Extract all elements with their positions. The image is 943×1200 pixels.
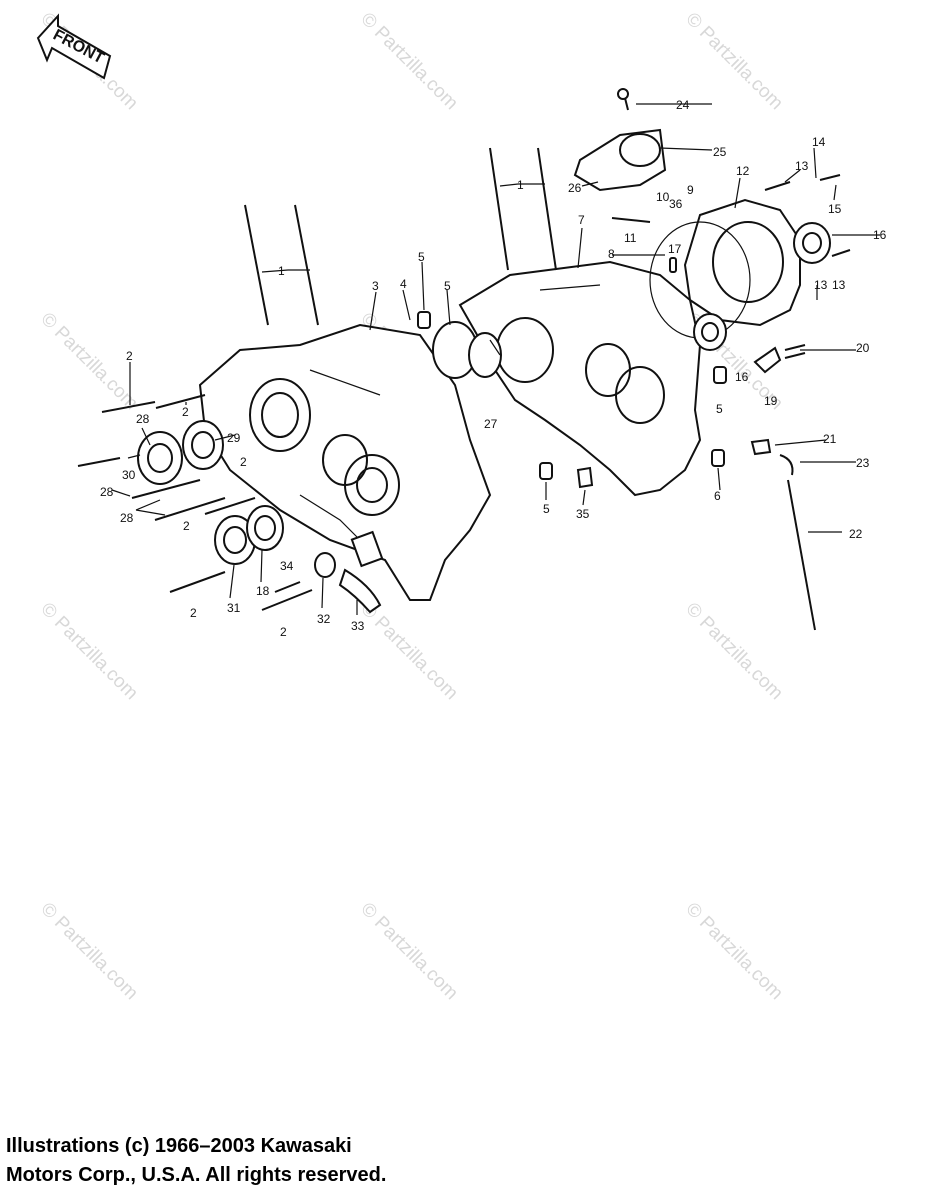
callout-5: 5 bbox=[543, 502, 550, 516]
callout-35: 35 bbox=[576, 507, 590, 521]
callout-2: 2 bbox=[280, 625, 287, 639]
callout-32: 32 bbox=[317, 612, 331, 626]
watermark-text: © Partzilla.com bbox=[36, 599, 141, 704]
callout-19: 19 bbox=[764, 394, 778, 408]
callout-7: 7 bbox=[578, 213, 585, 227]
leader-lines bbox=[111, 103, 880, 615]
watermark-text: © Partzilla.com bbox=[356, 9, 461, 114]
watermark-text: © Partzilla.com bbox=[681, 9, 786, 114]
callout-8: 8 bbox=[608, 247, 615, 261]
callout-31: 31 bbox=[227, 601, 241, 615]
callout-16: 16 bbox=[873, 228, 887, 242]
callout-18: 18 bbox=[256, 584, 270, 598]
callout-2: 2 bbox=[182, 405, 189, 419]
callout-20: 20 bbox=[856, 341, 870, 355]
callout-26: 26 bbox=[568, 181, 582, 195]
callout-6: 6 bbox=[714, 489, 721, 503]
callout-33: 33 bbox=[351, 619, 365, 633]
callout-11: 11 bbox=[624, 231, 637, 245]
callout-5: 5 bbox=[418, 250, 425, 264]
callout-12: 12 bbox=[736, 164, 750, 178]
right-crankcase-half bbox=[458, 260, 702, 497]
callout-13: 13 bbox=[814, 278, 828, 292]
carburetor-holder bbox=[573, 128, 667, 192]
callout-28: 28 bbox=[100, 485, 114, 499]
callout-16: 16 bbox=[735, 370, 749, 384]
dowel-pins bbox=[417, 257, 727, 489]
callout-15: 15 bbox=[828, 202, 842, 216]
callout-28: 28 bbox=[136, 412, 150, 426]
cylinder-studs bbox=[244, 147, 557, 326]
copyright-notice: Illustrations (c) 1966–2003 Kawasaki Mot… bbox=[6, 1132, 386, 1190]
callout-22: 22 bbox=[849, 527, 863, 541]
copyright-line-1: Illustrations (c) 1966–2003 Kawasaki bbox=[6, 1135, 352, 1157]
callout-10: 10 bbox=[656, 190, 670, 204]
callout-27: 27 bbox=[484, 417, 498, 431]
watermark-text: © Partzilla.com bbox=[356, 599, 461, 704]
callout-1: 1 bbox=[278, 264, 285, 278]
callout-3: 3 bbox=[372, 279, 379, 293]
callout-2: 2 bbox=[183, 519, 190, 533]
callout-5: 5 bbox=[716, 402, 723, 416]
watermark-text: © Partzilla.com bbox=[681, 599, 786, 704]
callout-23: 23 bbox=[856, 456, 870, 470]
callout-30: 30 bbox=[122, 468, 136, 482]
watermark-text: © Partzilla.com bbox=[356, 899, 461, 1004]
callout-24: 24 bbox=[676, 98, 690, 112]
callout-1: 1 bbox=[517, 178, 524, 192]
callout-17: 17 bbox=[668, 242, 682, 256]
chain-guide bbox=[338, 568, 382, 614]
callout-28: 28 bbox=[120, 511, 134, 525]
callout-9: 9 bbox=[687, 183, 694, 197]
callout-36: 36 bbox=[669, 197, 683, 211]
callout-14: 14 bbox=[812, 135, 826, 149]
oil-line bbox=[750, 344, 816, 631]
callout-29: 29 bbox=[227, 431, 241, 445]
callout-2: 2 bbox=[240, 455, 247, 469]
watermark-text: © Partzilla.com bbox=[36, 899, 141, 1004]
callout-5: 5 bbox=[444, 279, 451, 293]
watermark-text: © Partzilla.com bbox=[681, 899, 786, 1004]
bolts bbox=[77, 88, 851, 611]
callout-13: 13 bbox=[832, 278, 846, 292]
seals-bearings bbox=[137, 222, 831, 578]
callout-34: 34 bbox=[280, 559, 294, 573]
callout-25: 25 bbox=[713, 145, 727, 159]
copyright-line-2: Motors Corp., U.S.A. All rights reserved… bbox=[6, 1164, 387, 1186]
callout-4: 4 bbox=[400, 277, 407, 291]
callout-13: 13 bbox=[795, 159, 809, 173]
callout-21: 21 bbox=[823, 432, 837, 446]
left-crankcase-half bbox=[198, 323, 492, 601]
callout-2: 2 bbox=[126, 349, 133, 363]
front-arrow-tag: FRONT bbox=[36, 13, 112, 80]
callout-2: 2 bbox=[190, 606, 197, 620]
